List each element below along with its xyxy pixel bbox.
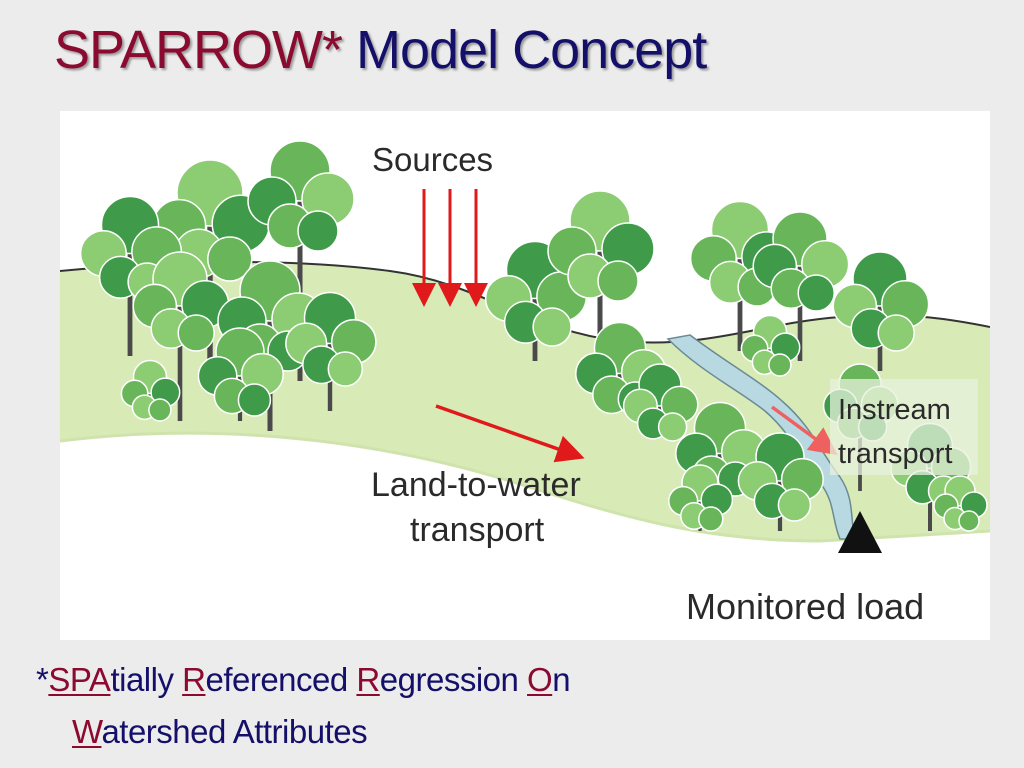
tree-canopy [532,307,572,347]
tree-canopy [657,412,688,442]
label-instream-1: Instream [838,394,951,426]
tree [752,211,850,361]
footnote-line-2: Watershed Attributes [72,712,368,752]
tree-canopy [597,260,639,302]
instream-label-backdrop [830,379,978,475]
slide-title: SPARROW* Model Concept [54,14,707,86]
fn-acc-r1: R [182,661,206,698]
tree [622,363,699,442]
fn-rest-egression: egression [379,661,528,698]
label-land-to-water-2: transport [410,511,545,549]
tree-canopy [327,351,364,387]
tree-canopy [297,210,339,252]
land-to-water-arrow [435,404,585,463]
fn-acc-o: O [527,661,553,698]
trees-group [79,140,988,532]
tree-canopy [877,314,915,352]
instream-arrow [770,405,838,456]
tree [740,314,801,377]
tree [132,251,230,421]
tree [285,291,377,411]
tree-canopy [777,488,812,522]
tree [668,464,734,532]
tree [737,432,824,531]
tree-canopy [768,353,792,377]
fn-acc-spa: SPA [48,661,111,698]
fn-rest-eferenced: eferenced [205,661,357,698]
fn-rest-n: n [552,661,571,698]
front-hill [60,433,990,640]
monitoring-station-icon [838,511,882,553]
tree-canopy [207,236,253,282]
fn-rest-tially: tially [110,661,183,698]
tree [547,190,655,381]
watershed-diagram: Sources Land-to-water transport Instream… [60,111,990,640]
label-sources: Sources [372,141,493,178]
title-model-concept: Model Concept [356,20,707,80]
tree [197,327,284,421]
tree-canopy [797,274,835,312]
label-monitored-load: Monitored load [686,586,924,627]
tree [933,475,988,532]
tree [247,140,355,381]
fn-acc-w: W [72,713,102,750]
tree-canopy [958,510,980,532]
tree-canopy [237,383,272,417]
tree-canopy [148,398,172,422]
label-instream-2: transport [838,438,952,470]
fn-acc-r2: R [356,661,380,698]
watershed-illustration: Sources Land-to-water transport Instream… [60,140,990,640]
tree-canopy [698,506,724,532]
front-hill-edge [60,431,990,543]
tree-canopy [177,314,215,352]
tree [79,195,183,356]
fn-star: * [36,661,49,698]
label-land-to-water-1: Land-to-water [371,466,581,504]
footnote-line-1: *SPAtially Referenced Regression On [36,660,571,700]
tree [832,251,930,371]
title-sparrow: SPARROW* [54,20,343,80]
tree [120,359,181,422]
fn-rest-atershed: atershed Attributes [101,713,368,750]
